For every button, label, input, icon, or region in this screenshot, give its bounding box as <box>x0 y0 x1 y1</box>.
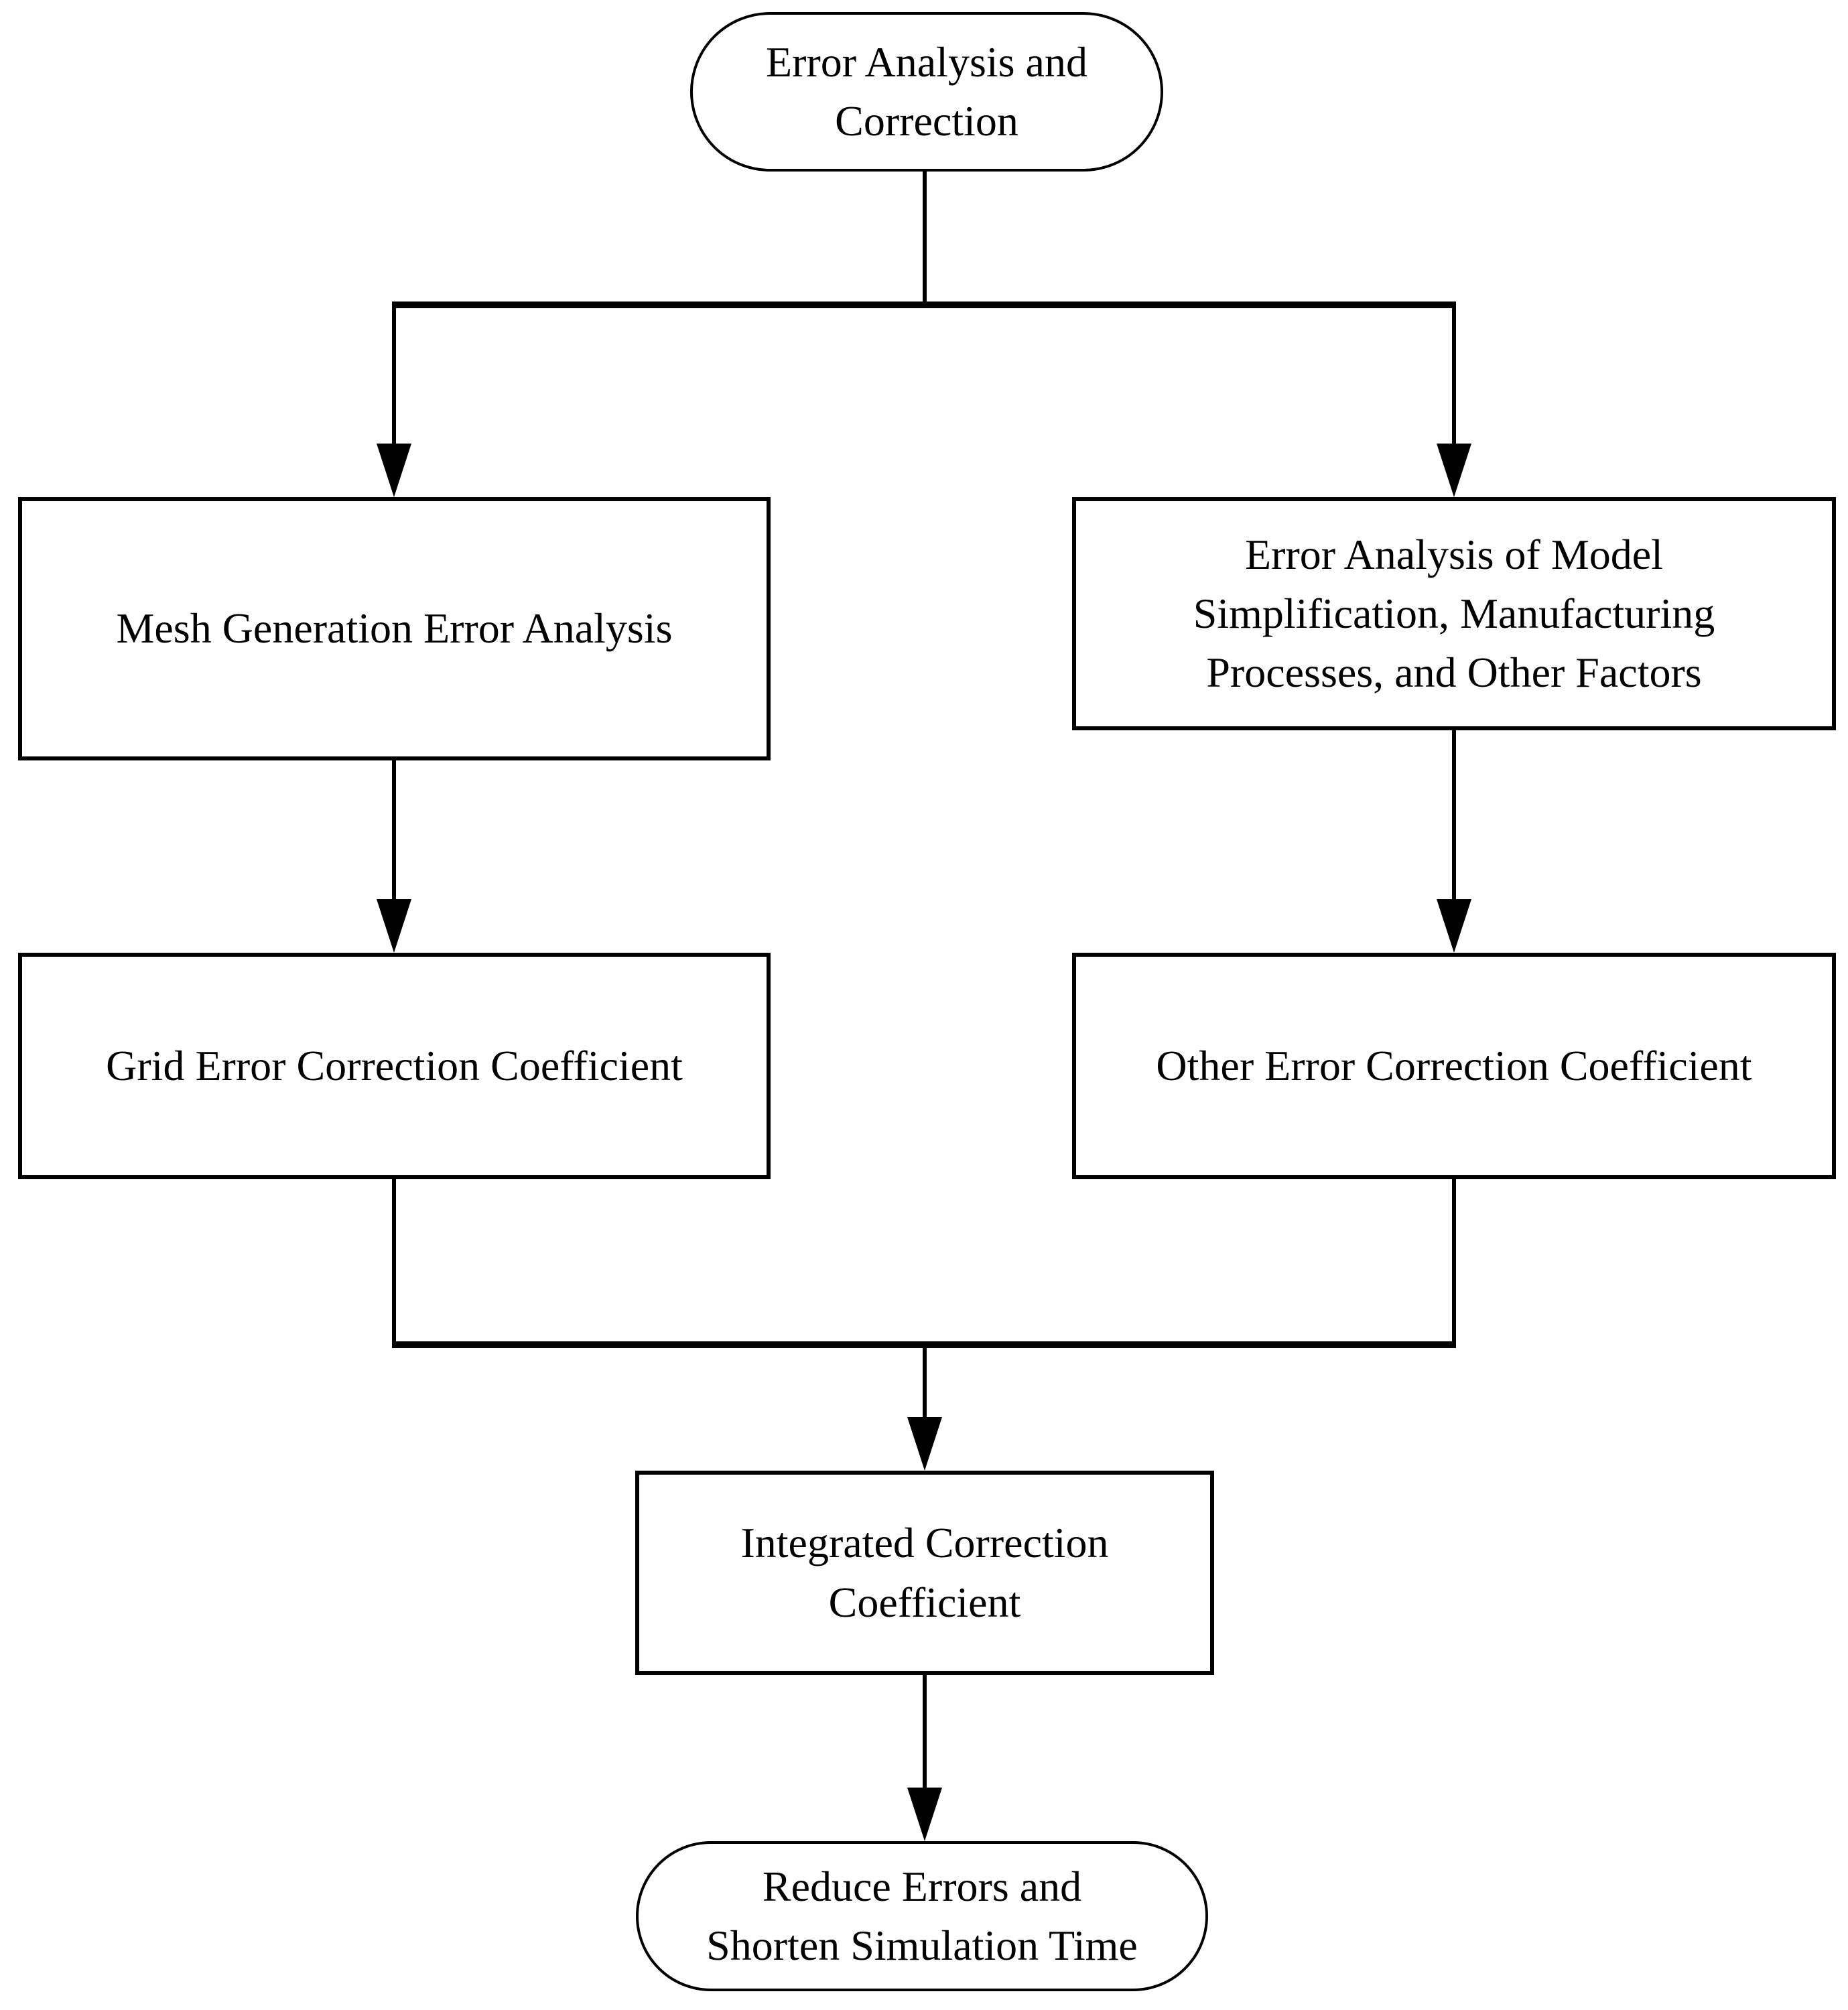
node-start-error-analysis-and-correction: Error Analysis and Correction <box>690 12 1163 172</box>
arrowhead-down-icon <box>907 1788 942 1841</box>
node-mesh-label: Mesh Generation Error Analysis <box>116 604 673 653</box>
arrowhead-down-icon <box>377 444 411 497</box>
node-integrated-label: Integrated Correction Coefficient <box>740 1519 1109 1626</box>
edge-integrated-to-end-line <box>923 1675 927 1789</box>
edge-other-to-merge-line <box>1452 1179 1456 1348</box>
node-grid-error-correction-coefficient: Grid Error Correction Coefficient <box>18 953 771 1179</box>
edge-merge-to-integrated-line <box>923 1341 927 1418</box>
node-other-label: Other Error Correction Coefficient <box>1156 1041 1752 1089</box>
edge-branch-to-mesh-line <box>392 302 396 445</box>
arrowhead-down-icon <box>1437 444 1471 497</box>
node-model-label: Error Analysis of Model Simplification, … <box>1193 530 1715 697</box>
arrowhead-down-icon <box>907 1417 942 1471</box>
node-other-error-correction-coefficient: Other Error Correction Coefficient <box>1072 953 1836 1179</box>
edge-model-to-other-line <box>1452 730 1456 900</box>
branch-horizontal-bar <box>392 302 1456 308</box>
edge-grid-to-merge-line <box>392 1179 396 1348</box>
node-error-analysis-of-model-simplification: Error Analysis of Model Simplification, … <box>1072 497 1836 730</box>
edge-start-to-branch-line <box>923 172 927 308</box>
node-grid-label: Grid Error Correction Coefficient <box>106 1041 683 1089</box>
node-end-label: Reduce Errors and Shorten Simulation Tim… <box>706 1862 1138 1969</box>
edge-branch-to-model-line <box>1452 302 1456 445</box>
arrowhead-down-icon <box>1437 899 1471 953</box>
arrowhead-down-icon <box>377 899 411 953</box>
node-integrated-correction-coefficient: Integrated Correction Coefficient <box>635 1471 1214 1675</box>
edge-mesh-to-grid-line <box>392 760 396 900</box>
node-end-reduce-errors: Reduce Errors and Shorten Simulation Tim… <box>636 1841 1208 1991</box>
node-mesh-generation-error-analysis: Mesh Generation Error Analysis <box>18 497 771 760</box>
node-start-label: Error Analysis and Correction <box>766 38 1087 145</box>
